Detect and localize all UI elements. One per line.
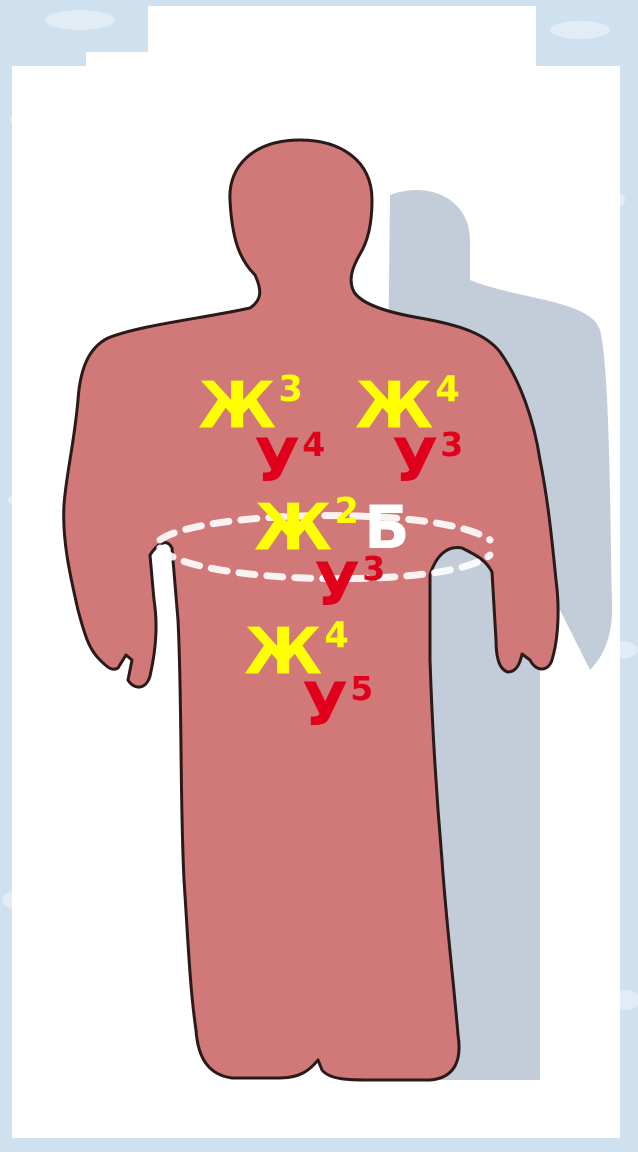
label-zh3-sup: 3 [278,369,303,410]
waist-circle [156,512,494,583]
label-b: Б [364,498,410,558]
label-zh4-lower-base: Ж [244,615,323,690]
label-zh4-lower: Ж4 [244,618,349,684]
label-u3-upper-sup: 3 [440,425,464,464]
label-u3-upper: У3 [392,428,463,491]
label-u4: У4 [254,428,325,491]
body-silhouette [62,138,560,1082]
label-u3-lower: У3 [314,552,385,615]
label-zh3-base: Ж [198,369,277,444]
label-u4-base: У [254,425,301,496]
label-zh2-base: Ж [254,491,333,566]
label-b-base: Б [364,493,410,563]
label-zh2: Ж2 [254,494,359,560]
label-zh4-lower-sup: 4 [324,615,349,656]
label-u3-upper-base: У [392,425,439,496]
label-u5-base: У [302,669,349,740]
label-zh4-upper-sup: 4 [435,369,460,410]
label-zh4-upper-base: Ж [355,369,434,444]
label-u5-sup: 5 [350,669,374,708]
label-u3-lower-base: У [314,549,361,620]
label-zh2-sup: 2 [334,491,359,532]
label-u5: У5 [302,672,373,735]
header-white-box-left [86,52,156,70]
label-u3-lower-sup: 3 [362,549,386,588]
header-white-box [148,6,536,68]
label-zh3: Ж3 [198,372,303,438]
label-zh4-upper: Ж4 [355,372,460,438]
label-u4-sup: 4 [302,425,326,464]
